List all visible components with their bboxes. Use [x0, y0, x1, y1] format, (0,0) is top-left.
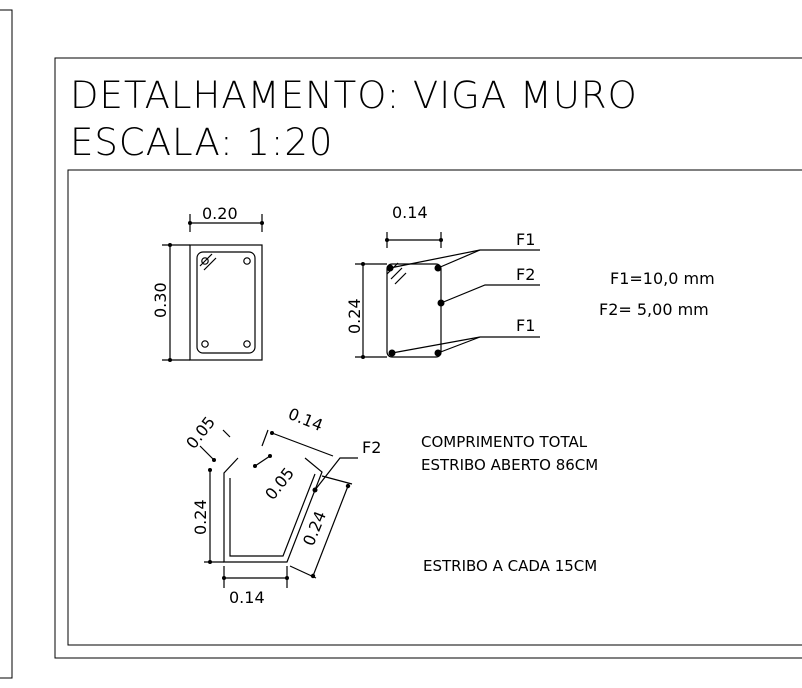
bar-b-bottom-right	[434, 349, 442, 357]
label-f1-top: F1	[516, 230, 535, 249]
section-a	[162, 214, 263, 361]
section-b-bars	[361, 238, 445, 359]
stirrup-left-label: 0.24	[191, 499, 210, 535]
section-a-hook-2	[203, 257, 217, 271]
note-line-2: ESTRIBO ABERTO 86CM	[421, 456, 598, 474]
bar-b-mid-right	[437, 299, 445, 307]
section-a-height-label: 0.30	[151, 282, 170, 318]
section-a-outline	[189, 244, 263, 361]
tick	[208, 468, 212, 472]
dim-hook-right-line	[254, 455, 271, 467]
stirrup-hook-left-label: 0.05	[182, 413, 219, 453]
section-a-hook-1	[199, 253, 213, 267]
dim-stirrup-diag-line	[312, 485, 349, 577]
tick	[168, 243, 172, 247]
tick	[212, 458, 216, 462]
bar-top-right	[243, 257, 251, 265]
bar-bottom-left	[201, 340, 209, 348]
section-b-width-label: 0.14	[392, 203, 428, 222]
tick	[285, 576, 289, 580]
sheet-frames	[0, 9, 802, 679]
tick	[208, 560, 212, 564]
outer-frame	[54, 57, 802, 659]
section-b-hook-3	[394, 272, 407, 285]
section-a-dim-ticks	[168, 221, 264, 362]
leader-stirrup-f2	[314, 457, 358, 491]
note-line-3: ESTRIBO A CADA 15CM	[423, 557, 597, 575]
bar-b-bottom-left	[388, 349, 396, 357]
tick	[361, 355, 365, 359]
legend-f2: F2= 5,00 mm	[599, 300, 709, 319]
tick	[188, 221, 192, 225]
stirrup-top-label: 0.14	[286, 404, 326, 435]
section-a-stirrup	[196, 251, 256, 354]
section-b	[355, 232, 540, 358]
leader-f2	[440, 284, 540, 304]
label-f2: F2	[516, 265, 535, 284]
drawing-title: DETALHAMENTO: VIGA MURO	[70, 74, 638, 117]
section-a-bars	[201, 257, 251, 348]
dim-stirrup-top-ext-left	[261, 429, 269, 447]
dim-hook-left-ext	[222, 429, 231, 438]
tick	[385, 238, 389, 242]
tick	[361, 262, 365, 266]
stirrup-hook-right-label: 0.05	[261, 464, 298, 504]
tick	[310, 573, 316, 579]
left-border-frame	[0, 9, 13, 679]
legend-f1: F1=10,0 mm	[610, 269, 715, 288]
tick	[253, 464, 257, 468]
tick	[439, 238, 443, 242]
section-a-width-label: 0.20	[202, 204, 238, 223]
dim-hook-left-line	[199, 445, 215, 461]
open-stirrup	[199, 429, 358, 588]
dim-stirrup-diag-ext-top	[321, 475, 353, 485]
tick	[260, 221, 264, 225]
bar-bottom-right	[243, 340, 251, 348]
leader-f1-bottom-a	[391, 336, 540, 354]
section-b-hook-2	[390, 267, 403, 280]
dim-stirrup-top-line	[271, 432, 334, 457]
stirrup-bottom-label: 0.14	[229, 588, 265, 607]
bar-top-left	[201, 257, 209, 265]
open-stirrup-ticks	[208, 431, 351, 580]
tick	[270, 431, 274, 435]
section-b-height-label: 0.24	[345, 298, 364, 334]
inner-frame	[67, 169, 802, 646]
tick	[268, 454, 272, 458]
tick	[168, 358, 172, 362]
tick	[312, 487, 318, 493]
open-stirrup-inner	[229, 473, 316, 557]
leader-f1-top-b	[437, 249, 481, 269]
bar-b-top-left	[386, 264, 394, 272]
tick	[222, 576, 226, 580]
section-b-stirrup	[386, 263, 442, 358]
tick	[345, 483, 351, 489]
stirrup-f2-label: F2	[362, 438, 381, 457]
note-line-1: COMPRIMENTO TOTAL	[421, 433, 588, 451]
drawing-scale: ESCALA: 1:20	[70, 121, 333, 164]
label-f1-bottom: F1	[516, 316, 535, 335]
open-stirrup-shape	[223, 457, 323, 563]
leader-f1-bottom-b	[437, 336, 481, 354]
bar-b-top-right	[434, 264, 442, 272]
